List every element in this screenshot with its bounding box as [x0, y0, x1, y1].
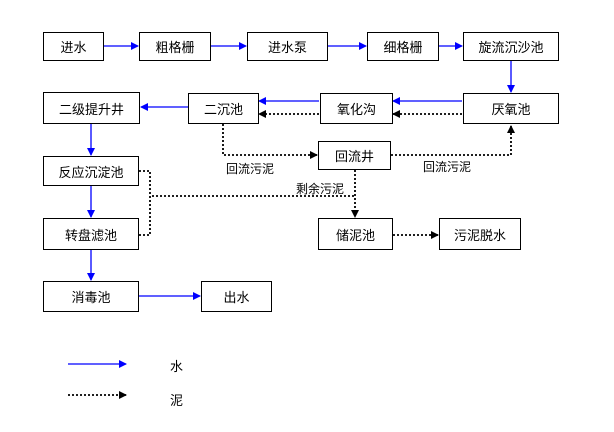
label-excess-sludge: 剩余污泥 — [296, 182, 345, 196]
label-return-sludge-left: 回流污泥 — [226, 162, 275, 176]
label-return-sludge-right: 回流污泥 — [423, 160, 472, 174]
node-sludge-tank: 储泥池 — [318, 218, 393, 250]
node-return-well: 回流井 — [318, 141, 391, 170]
node-inlet-pump: 进水泵 — [247, 32, 328, 61]
node-disinfection-tank: 消毒池 — [43, 281, 139, 312]
node-sludge-dewatering: 污泥脱水 — [439, 218, 521, 250]
sludge-reaction-to-excess-line — [139, 170, 151, 196]
legend-sludge-label: 泥 — [170, 394, 184, 409]
node-disc-filter: 转盘滤池 — [43, 218, 139, 250]
legend-water-label: 水 — [170, 360, 184, 375]
node-vortex-grit-chamber: 旋流沉沙池 — [463, 32, 559, 61]
node-lift-well: 二级提升井 — [43, 92, 140, 124]
sludge-return-well-to-anaerobic — [391, 125, 515, 156]
node-outlet: 出水 — [201, 281, 272, 312]
node-anaerobic-tank: 厌氧池 — [463, 93, 559, 124]
node-inlet: 进水 — [43, 32, 104, 61]
sludge-filter-to-excess-line — [139, 195, 355, 236]
sludge-clarifier-to-return-well — [222, 124, 318, 159]
node-secondary-clarifier: 二沉池 — [188, 93, 259, 124]
node-oxidation-ditch: 氧化沟 — [320, 93, 393, 124]
node-fine-screen: 细格栅 — [367, 32, 439, 61]
node-coarse-screen: 粗格栅 — [139, 32, 211, 61]
node-reaction-sedimentation-tank: 反应沉淀池 — [43, 156, 139, 186]
